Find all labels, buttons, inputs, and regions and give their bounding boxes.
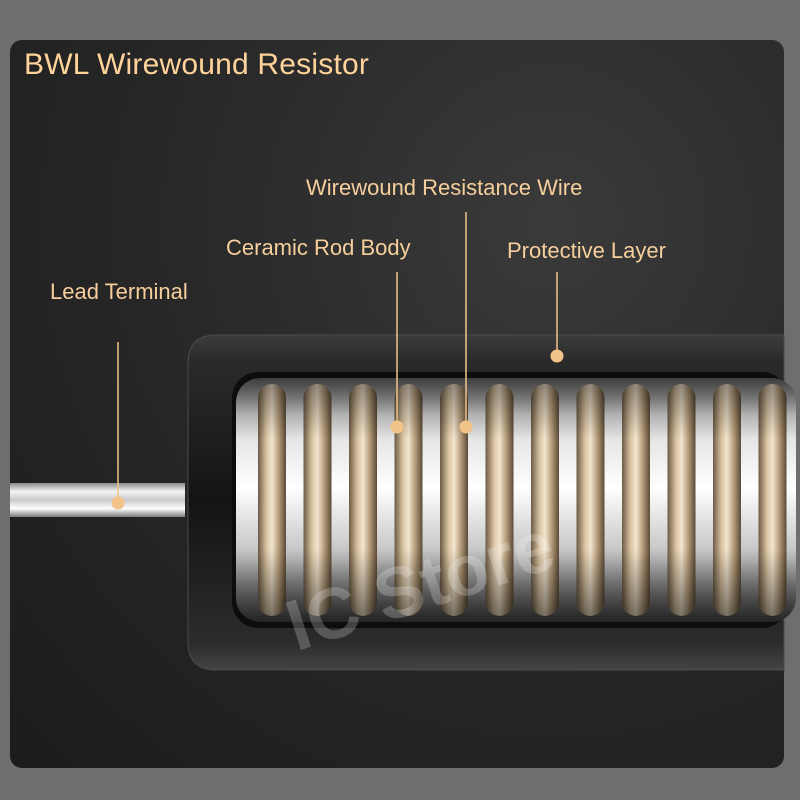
label-lead-terminal: Lead Terminal	[50, 279, 188, 304]
label-protective-layer: Protective Layer	[507, 238, 666, 263]
marker-lead-terminal	[111, 496, 125, 510]
marker-resistance-wire	[459, 420, 473, 434]
label-ceramic-rod-body: Ceramic Rod Body	[226, 235, 411, 260]
label-wirewound-resistance-wire: Wirewound Resistance Wire	[306, 175, 583, 200]
lead-wire	[10, 483, 185, 517]
marker-protective-layer	[550, 349, 564, 363]
marker-ceramic-rod	[390, 420, 404, 434]
diagram-title: BWL Wirewound Resistor	[24, 48, 370, 81]
